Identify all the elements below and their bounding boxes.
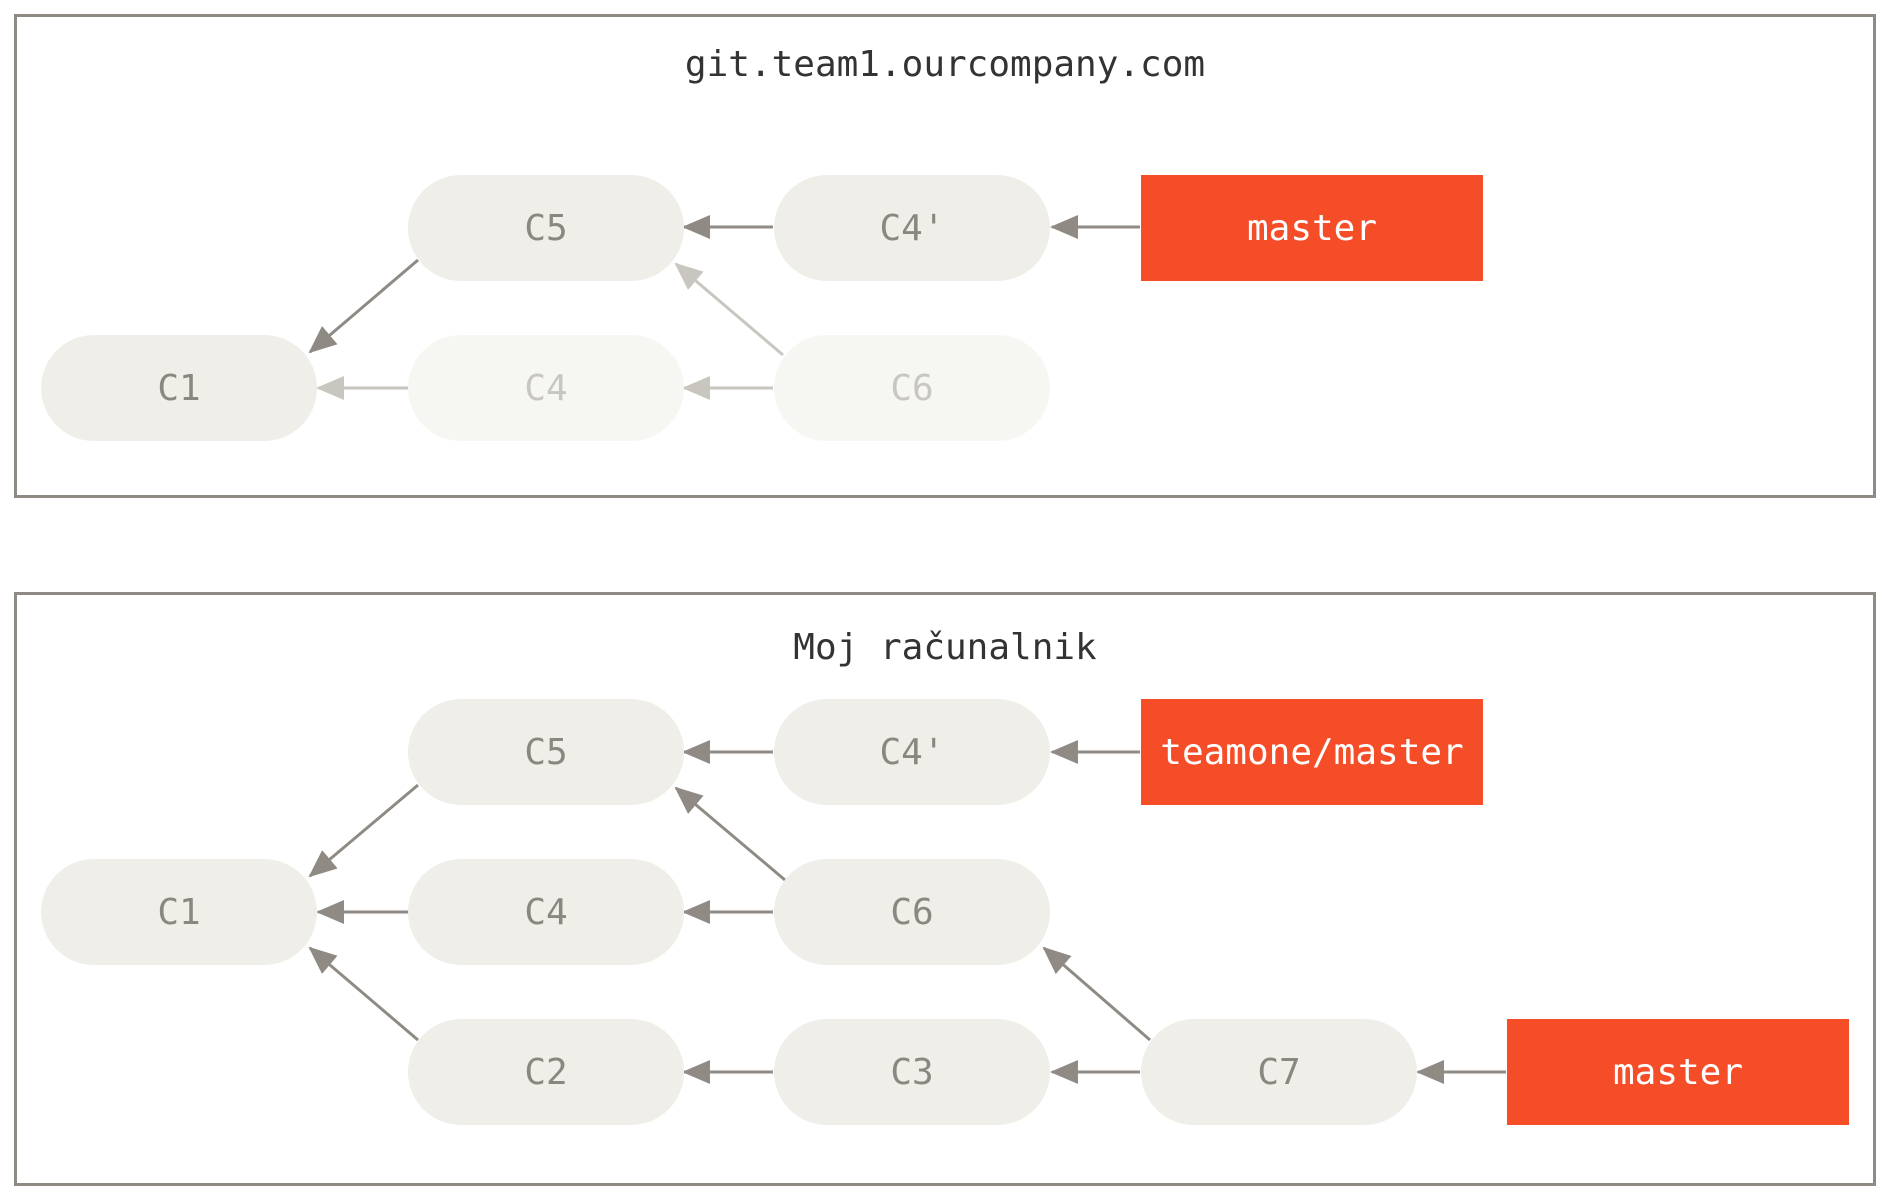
local-branch-teamone-master: teamone/master — [1141, 699, 1483, 805]
arrow-remote-c5-to-c1 — [308, 258, 419, 354]
arrow-remote-c6-to-c5 — [674, 262, 784, 357]
arrow-local-c6-to-c5 — [674, 786, 786, 882]
arrow-local-c5-to-c1 — [308, 783, 419, 878]
remote-branch-master: master — [1141, 175, 1483, 281]
remote-commit-c4: C4 — [408, 335, 684, 441]
local-commit-c5: C5 — [408, 699, 684, 805]
remote-commit-c4-prime: C4' — [774, 175, 1050, 281]
remote-repo-title: git.team1.ourcompany.com — [684, 44, 1206, 85]
local-commit-c6: C6 — [774, 859, 1050, 965]
local-commit-c2: C2 — [408, 1019, 684, 1125]
arrow-local-c7-to-c6 — [1042, 946, 1151, 1042]
remote-commit-c6: C6 — [774, 335, 1050, 441]
local-commit-c1: C1 — [41, 859, 317, 965]
local-commit-c7: C7 — [1141, 1019, 1417, 1125]
local-commit-c4-prime: C4' — [774, 699, 1050, 805]
local-commit-c4: C4 — [408, 859, 684, 965]
local-repo-title: Moj računalnik — [793, 627, 1097, 668]
local-branch-master: master — [1507, 1019, 1849, 1125]
arrow-local-c2-to-c1 — [308, 946, 419, 1042]
remote-commit-c1: C1 — [41, 335, 317, 441]
local-commit-c3: C3 — [774, 1019, 1050, 1125]
remote-commit-c5: C5 — [408, 175, 684, 281]
